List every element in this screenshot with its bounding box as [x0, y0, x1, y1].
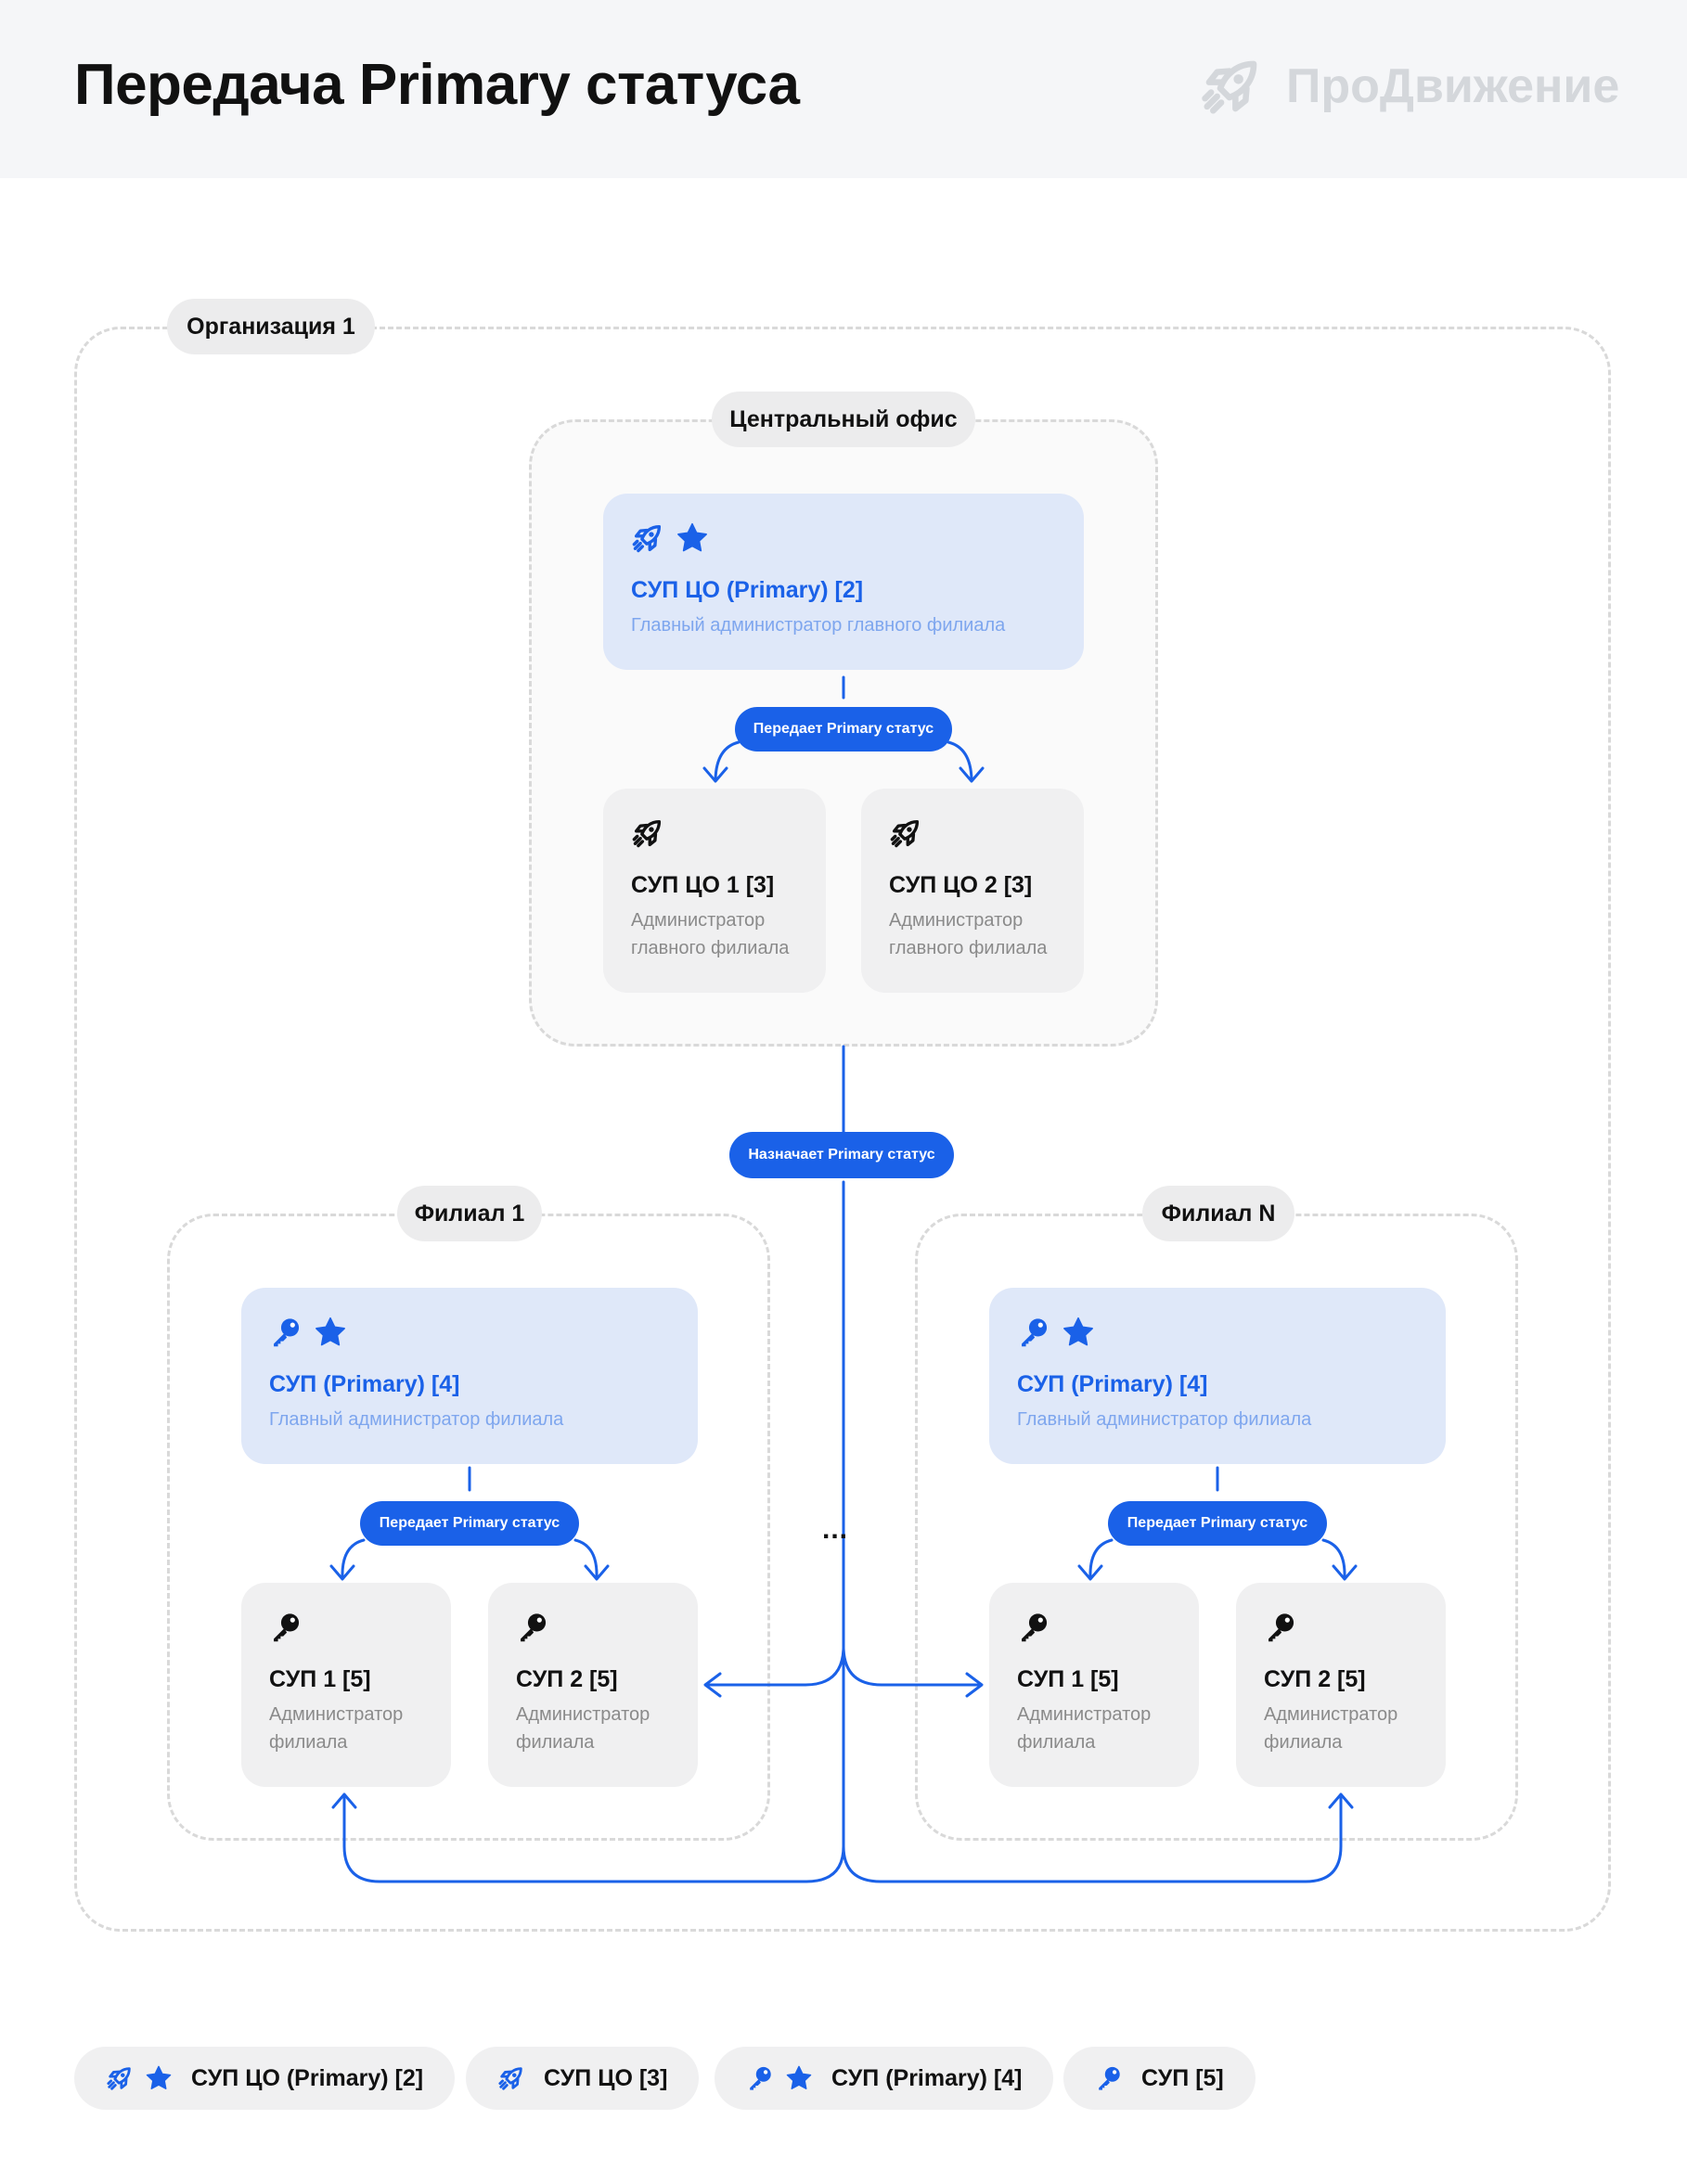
transfer-badge-branch-1: Передает Primary статус: [360, 1501, 579, 1546]
rocket-icon: [497, 2064, 525, 2092]
branch-n-primary-card: СУП (Primary) [4] Главный администратор …: [989, 1288, 1446, 1464]
star-icon: [145, 2064, 173, 2092]
central-member-card-2: СУП ЦО 2 [3] Администратор главного фили…: [861, 789, 1084, 993]
legend-label: СУП (Primary) [4]: [831, 2064, 1023, 2091]
key-icon: [516, 1611, 549, 1644]
page-header: [0, 0, 1687, 178]
legend-item-branch: СУП [5]: [1063, 2047, 1256, 2110]
card-subtitle: Главный администратор главного филиала: [631, 615, 1006, 636]
branch-n-member-card-2: СУП 2 [5] Администратор филиала: [1236, 1583, 1446, 1787]
rocket-icon: [889, 816, 922, 850]
transfer-badge-central: Передает Primary статус: [735, 707, 952, 752]
key-icon: [1017, 1316, 1050, 1349]
key-icon: [269, 1611, 303, 1644]
star-icon: [785, 2064, 813, 2092]
key-icon: [1017, 1611, 1050, 1644]
card-subtitle: Администратор филиала: [1017, 1704, 1152, 1753]
legend-item-central: СУП ЦО [3]: [466, 2047, 700, 2110]
branch-1-member-card-2: СУП 2 [5] Администратор филиала: [488, 1583, 698, 1787]
rocket-icon: [106, 2064, 134, 2092]
key-icon: [1264, 1611, 1297, 1644]
branch-n-label: Филиал N: [1142, 1186, 1294, 1241]
page-title: Передача Primary статуса: [74, 53, 800, 117]
card-subtitle: Администратор главного филиала: [631, 910, 790, 958]
rocket-icon: [631, 521, 664, 555]
card-title: СУП (Primary) [4]: [1017, 1371, 1208, 1397]
card-title: СУП ЦО 2 [3]: [889, 872, 1033, 898]
card-subtitle: Главный администратор филиала: [269, 1409, 564, 1430]
star-icon: [314, 1316, 347, 1349]
card-subtitle: Администратор главного филиала: [889, 910, 1048, 958]
star-icon: [1062, 1316, 1095, 1349]
card-subtitle: Главный администратор филиала: [1017, 1409, 1312, 1430]
card-subtitle: Администратор филиала: [1264, 1704, 1398, 1753]
ellipsis: ...: [822, 1514, 849, 1545]
branch-1-label: Филиал 1: [397, 1186, 542, 1241]
organization-label: Организация 1: [167, 299, 375, 354]
key-icon: [269, 1316, 303, 1349]
key-icon: [1095, 2064, 1123, 2092]
transfer-badge-branch-n: Передает Primary статус: [1108, 1501, 1327, 1546]
assign-badge: Назначает Primary статус: [729, 1132, 954, 1178]
brand-name: ПроДвижение: [1286, 59, 1620, 113]
legend-item-primary-branch: СУП (Primary) [4]: [715, 2047, 1054, 2110]
brand-logo: ПроДвижение: [1199, 54, 1619, 119]
card-title: СУП ЦО (Primary) [2]: [631, 577, 864, 603]
legend-label: СУП ЦО (Primary) [2]: [191, 2064, 424, 2091]
card-subtitle: Администратор филиала: [269, 1704, 404, 1753]
legend-item-primary-central: СУП ЦО (Primary) [2]: [74, 2047, 456, 2110]
rocket-icon: [631, 816, 664, 850]
branch-n-member-card-1: СУП 1 [5] Администратор филиала: [989, 1583, 1199, 1787]
card-title: СУП (Primary) [4]: [269, 1371, 460, 1397]
legend-label: СУП [5]: [1141, 2064, 1224, 2091]
branch-1-primary-card: СУП (Primary) [4] Главный администратор …: [241, 1288, 698, 1464]
central-member-card-1: СУП ЦО 1 [3] Администратор главного фили…: [603, 789, 826, 993]
organization-container: [74, 327, 1611, 1932]
central-office-label: Центральный офис: [712, 392, 975, 447]
legend-label: СУП ЦО [3]: [544, 2064, 668, 2091]
card-title: СУП ЦО 1 [3]: [631, 872, 775, 898]
branch-1-member-card-1: СУП 1 [5] Администратор филиала: [241, 1583, 451, 1787]
central-primary-card: СУП ЦО (Primary) [2] Главный администрат…: [603, 494, 1084, 670]
key-icon: [746, 2064, 774, 2092]
card-subtitle: Администратор филиала: [516, 1704, 650, 1753]
card-title: СУП 2 [5]: [516, 1666, 618, 1692]
card-title: СУП 1 [5]: [269, 1666, 371, 1692]
card-title: СУП 1 [5]: [1017, 1666, 1119, 1692]
card-title: СУП 2 [5]: [1264, 1666, 1366, 1692]
star-icon: [676, 521, 709, 555]
